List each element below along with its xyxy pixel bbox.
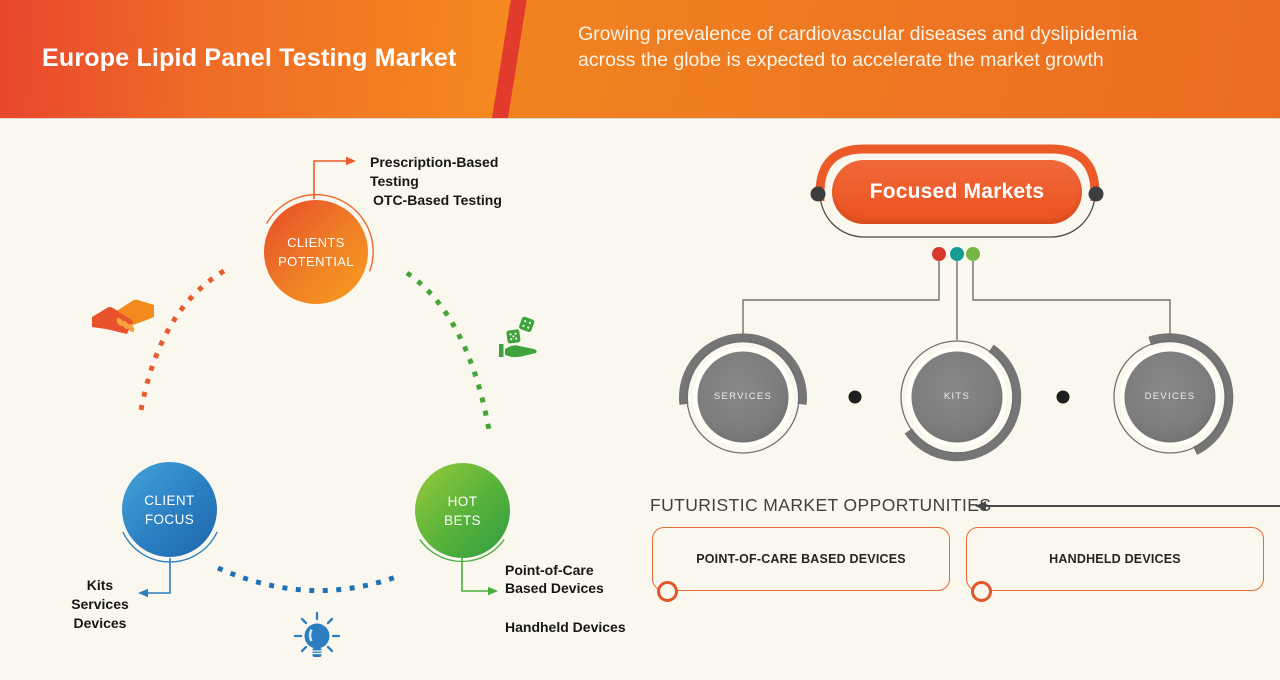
callout-line: Devices	[73, 615, 127, 631]
dotted-arc-blue	[216, 565, 397, 594]
opportunity-box-label: POINT-OF-CARE BASED DEVICES	[696, 552, 906, 566]
separator-dot	[848, 390, 862, 404]
tree-line-services	[742, 261, 940, 341]
callout-line: Kits	[86, 577, 114, 593]
callout-line: OTC-Based Testing	[373, 192, 502, 208]
client-focus-connector	[148, 558, 171, 594]
focused-markets-pill: Focused Markets	[832, 160, 1082, 224]
hot-bets-connector	[461, 558, 488, 592]
opportunity-box-corner-ring-icon	[971, 581, 992, 602]
anchor-dot-left	[810, 186, 826, 202]
clients-potential-label-line: POTENTIAL	[278, 254, 354, 269]
lightbulb-icon	[293, 611, 341, 657]
client-focus-circle: CLIENT FOCUS	[122, 462, 217, 557]
focused-markets-title: Focused Markets	[869, 180, 1045, 203]
callout-line: Based Devices	[505, 580, 604, 596]
hot-bets-label-line: HOT	[447, 493, 478, 509]
clients-potential-connector	[313, 160, 346, 199]
callout-line: Point-of-Care	[505, 562, 594, 578]
clients-potential-circle: CLIENTS POTENTIAL	[264, 200, 368, 304]
clients-potential-callout: Prescription-Based Testing OTC-Based Tes…	[370, 153, 502, 210]
opportunity-box-handheld: HANDHELD DEVICES	[966, 527, 1264, 591]
services-node-label: SERVICES	[713, 391, 773, 402]
dotted-arc-green	[405, 270, 492, 431]
dice-in-hand-icon	[499, 316, 537, 358]
red-dot	[932, 247, 946, 261]
page-title: Europe Lipid Panel Testing Market	[42, 44, 457, 72]
hot-bets-circle: HOT BETS	[415, 463, 510, 558]
hot-bets-label-line: BETS	[444, 512, 481, 528]
banner-subtitle-line: across the globe is expected to accelera…	[578, 49, 1104, 71]
opportunity-box-point-of-care: POINT-OF-CARE BASED DEVICES	[652, 527, 950, 591]
handheld-devices-callout: Handheld Devices	[505, 619, 626, 635]
banner-subtitle-line: Growing prevalence of cardiovascular dis…	[578, 23, 1138, 45]
arrowhead-right-icon	[346, 156, 356, 166]
client-focus-callout: Kits Services Devices	[52, 576, 148, 633]
green-dot	[966, 247, 980, 261]
hot-bets-callout: Point-of-Care Based Devices	[505, 561, 604, 597]
clients-potential-label-line: CLIENTS	[287, 235, 345, 250]
opportunity-box-label: HANDHELD DEVICES	[1049, 552, 1181, 566]
banner-subtitle: Growing prevalence of cardiovascular dis…	[578, 21, 1137, 73]
separator-dot	[1056, 390, 1070, 404]
kits-node-label: KITS	[943, 391, 971, 402]
opportunities-heading: FUTURISTIC MARKET OPPORTUNITIES	[650, 495, 992, 515]
anchor-dot-right	[1088, 186, 1104, 202]
callout-line: Services	[71, 596, 129, 612]
teal-dot	[950, 247, 964, 261]
banner: Europe Lipid Panel Testing Market Growin…	[0, 0, 1280, 118]
devices-node-label: DEVICES	[1144, 391, 1196, 402]
opportunity-box-corner-ring-icon	[657, 581, 678, 602]
handshake-icon	[92, 299, 154, 334]
dotted-arc-orange	[137, 268, 226, 417]
callout-line: Prescription-Based	[370, 154, 499, 170]
client-focus-label-line: CLIENT	[144, 492, 195, 508]
client-focus-label-line: FOCUS	[144, 511, 195, 527]
callout-line: Testing	[370, 173, 419, 189]
arrowhead-right-icon	[488, 586, 498, 596]
tree-line-devices	[972, 261, 1171, 340]
